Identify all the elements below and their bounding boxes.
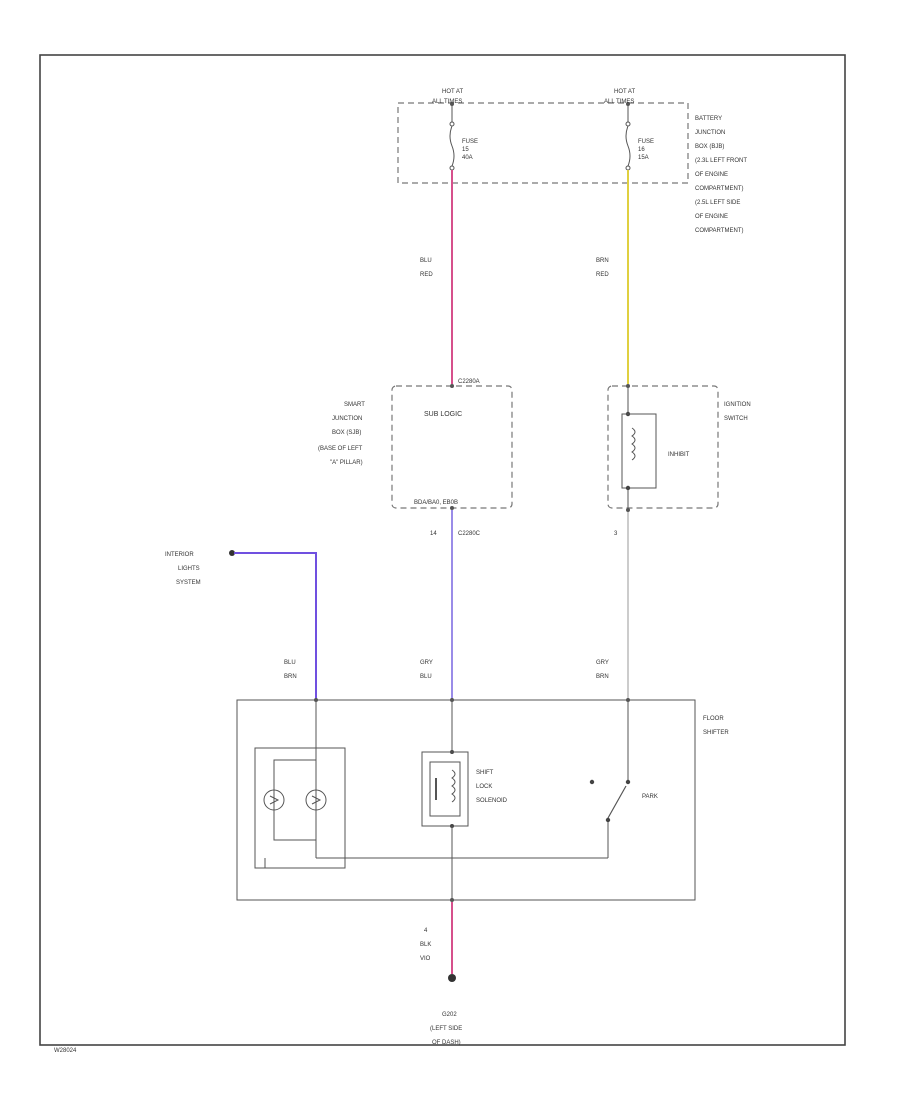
wire-blu-brn [234, 552, 317, 700]
lamp-2-filament [311, 795, 322, 805]
floor-shifter-label-1: FLOOR [703, 716, 724, 722]
sjb-top-connector: C2280A [458, 379, 480, 385]
floor-shifter-label-2: SHIFTER [703, 730, 729, 736]
lamp-1-filament [269, 795, 280, 805]
shifter-pin-right [626, 698, 630, 702]
ground-pin-number: 4 [424, 928, 428, 934]
fuse-15-label-1: FUSE [462, 139, 478, 145]
sub-logic-label: SUB LOGIC [424, 411, 462, 418]
interior-lights-label-2: LIGHTS [178, 566, 200, 572]
inhibit-coil [631, 427, 636, 461]
fuse-16-element [625, 125, 631, 167]
sjb-pin-connector: C2280C [458, 531, 481, 537]
ignition-pin-number: 3 [614, 531, 618, 537]
sjb-label-2: JUNCTION [332, 416, 362, 422]
ground-label-1: G202 [442, 1012, 457, 1018]
fuse-15-top [449, 121, 455, 127]
fuse-16-label-3: 15A [638, 155, 649, 161]
wire-brn-red-label-1: BRN [596, 258, 609, 264]
bjb-label-3: BOX (BJB) [695, 144, 724, 150]
ignition-top-pin [626, 384, 630, 388]
park-label: PARK [642, 794, 658, 800]
wire-blk-vio-label-1: BLK [420, 942, 431, 948]
sjb-bottom-connector: BDA/BA0, EB0B [414, 500, 458, 506]
hot-at-left: HOT AT [442, 89, 463, 95]
interior-lights-terminal [229, 550, 235, 556]
lamp-1 [263, 789, 285, 811]
wire-blu-red-label-2: RED [420, 272, 433, 278]
all-times-right: ALL TIMES [604, 99, 634, 105]
solenoid-inner [429, 761, 461, 817]
ignition-label-2: SWITCH [724, 416, 748, 422]
bjb-label-9: COMPARTMENT) [695, 228, 743, 234]
interior-lights-label-1: INTERIOR [165, 552, 194, 558]
figure-id: W28024 [54, 1048, 77, 1054]
fuse-16-label-2: 16 [638, 147, 645, 153]
ignition-bottom-pin [626, 508, 630, 512]
bjb-label-8: OF ENGINE [695, 214, 728, 220]
sjb-top-pin [450, 384, 454, 388]
bjb-label-5: OF ENGINE [695, 172, 728, 178]
inhibit-contact-bottom [625, 485, 631, 491]
hot-at-right: HOT AT [614, 89, 635, 95]
floor-shifter-box [236, 699, 696, 901]
inhibit-switch [621, 413, 657, 489]
ground-label-2: (LEFT SIDE [430, 1026, 462, 1032]
sjb-label-3: BOX (SJB) [332, 430, 361, 436]
fuse-15-label-2: 15 [462, 147, 469, 153]
wire-brn-red-label-2: RED [596, 272, 609, 278]
ignition-switch-box [607, 385, 719, 509]
wire-blu-brn-label-1: BLU [284, 660, 296, 666]
solenoid-housing [421, 751, 469, 827]
lamp-2 [305, 789, 327, 811]
ground-label-3: OF DASH) [432, 1040, 461, 1046]
common-ground-bus [264, 858, 345, 869]
park-switch-blade [607, 785, 627, 819]
fuse-15-bottom [449, 165, 455, 171]
park-contact-top [625, 779, 631, 785]
wire-blk-vio-label-2: VIO [420, 956, 431, 962]
wire-gry-brn-label-1: GRY [596, 660, 609, 666]
shifter-pin-middle [450, 698, 454, 702]
fuse-16-top [625, 121, 631, 127]
shifter-pin-left [314, 698, 318, 702]
solenoid-coil [451, 769, 456, 803]
bjb-label-6: COMPARTMENT) [695, 186, 743, 192]
park-contact-bottom [605, 817, 611, 823]
wire-gry-blu-label-2: BLU [420, 674, 432, 680]
ground-terminal [448, 974, 456, 982]
bjb-label-2: JUNCTION [695, 130, 725, 136]
sjb-bottom-pin [450, 506, 454, 510]
sjb-pin-number: 14 [430, 531, 437, 537]
bjb-label-4: (2.3L LEFT FRONT [695, 158, 747, 164]
wire-gry-blu-label-1: GRY [420, 660, 433, 666]
inhibit-label: INHIBIT [668, 452, 690, 458]
sjb-label-1: SMART [344, 402, 365, 408]
fuse-16-bottom [625, 165, 631, 171]
wire-blu-red-label-1: BLU [420, 258, 432, 264]
park-contact-left [589, 779, 595, 785]
solenoid-label-1: SHIFT [476, 770, 494, 776]
diagram-frame [39, 54, 846, 1046]
all-times-left: ALL TIMES [432, 99, 462, 105]
fuse-15-label-3: 40A [462, 155, 473, 161]
sjb-label-5: "A" PILLAR) [330, 460, 363, 466]
bjb-label-7: (2.5L LEFT SIDE [695, 200, 740, 206]
smart-junction-box [391, 385, 513, 509]
solenoid-label-2: LOCK [476, 784, 492, 790]
ignition-label-1: IGNITION [724, 402, 751, 408]
fuse-15-element [449, 125, 455, 167]
interior-lights-label-3: SYSTEM [176, 580, 201, 586]
sjb-label-4: (BASE OF LEFT [318, 446, 363, 452]
solenoid-label-3: SOLENOID [476, 798, 508, 804]
fuse-16-label-1: FUSE [638, 139, 654, 145]
wire-gry-brn-label-2: BRN [596, 674, 609, 680]
wire-blu-brn-label-2: BRN [284, 674, 297, 680]
lamp-pair-frame [273, 759, 317, 841]
bjb-label-1: BATTERY [695, 116, 722, 122]
shifter-ground-pin [450, 898, 454, 902]
battery-junction-box [397, 102, 689, 184]
